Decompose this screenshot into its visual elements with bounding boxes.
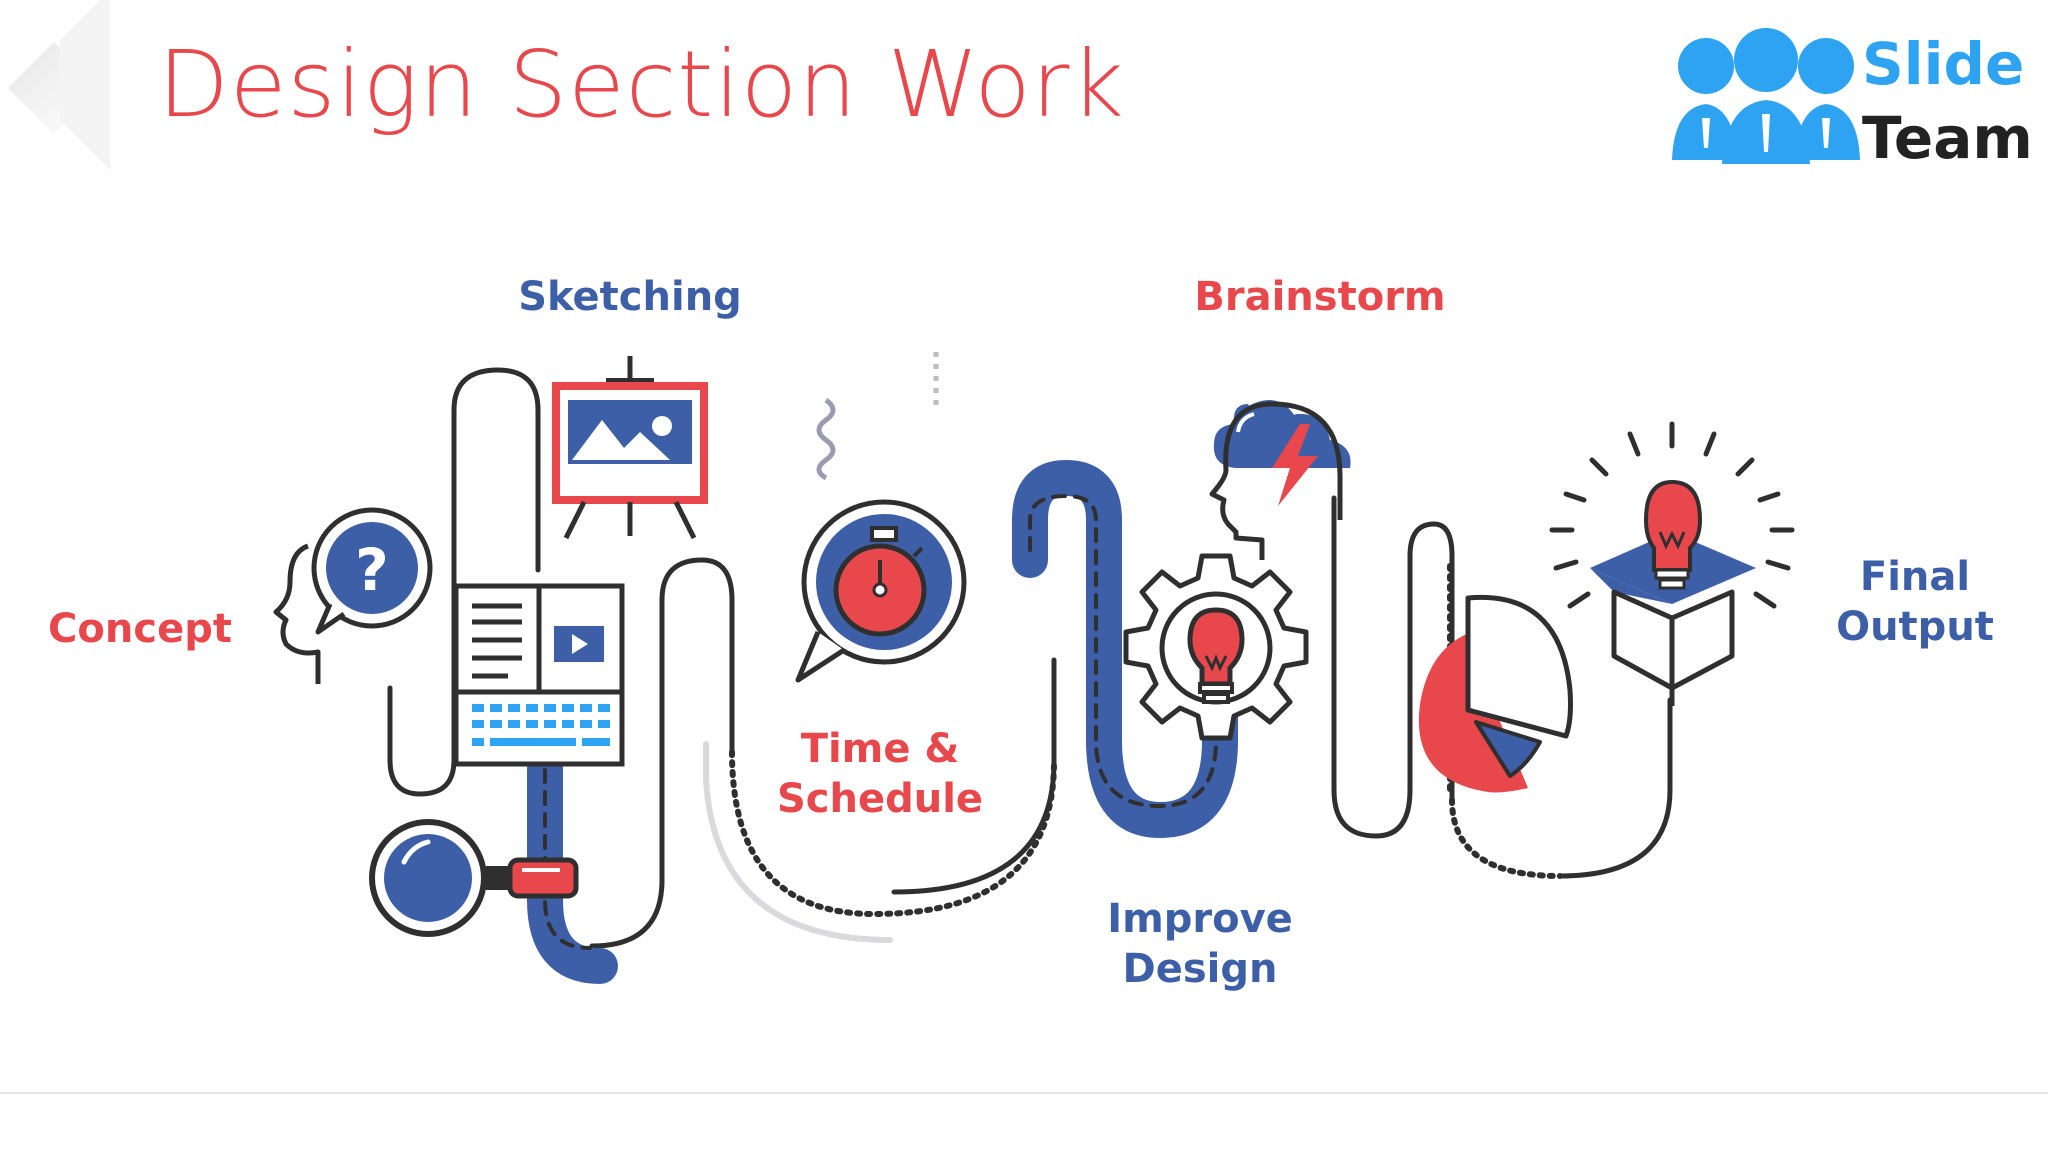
logo-text-slide: Slide — [1862, 30, 2025, 98]
easel-icon — [552, 356, 708, 540]
label-line: Schedule — [776, 776, 984, 822]
pie-chart-icon — [1418, 594, 1573, 793]
head-question-icon: ? — [273, 507, 433, 684]
squiggle-decoration — [816, 397, 836, 481]
slide-title: Design Section Work — [158, 31, 1125, 138]
footer-divider — [0, 1092, 2048, 1094]
box-bulb-icon — [1549, 421, 1795, 706]
path-segment-dark — [1557, 697, 1673, 879]
svg-text:?: ? — [355, 536, 389, 604]
label-line: Improve — [1107, 896, 1293, 942]
logo-text-team: Team — [1862, 104, 2033, 172]
people-group-icon — [1672, 28, 1860, 164]
label-line: Output — [1836, 604, 1994, 650]
path-segment-dark — [387, 367, 541, 797]
path-segment-dark — [589, 557, 735, 949]
magnifier-icon — [369, 819, 579, 937]
label-line: Brainstorm — [1194, 274, 1446, 320]
label-line: Sketching — [518, 274, 742, 320]
step-label-sketching: Sketching — [500, 272, 760, 322]
label-line: Time & — [800, 726, 960, 772]
road-segment-blue — [1012, 459, 1238, 839]
label-line: Concept — [48, 606, 232, 652]
book-keyboard-icon — [453, 583, 625, 767]
gear-bulb-icon — [1123, 553, 1309, 741]
path-segment-dotted — [729, 749, 1057, 918]
step-label-improve-design: Improve Design — [1080, 894, 1320, 994]
label-line: Final — [1859, 554, 1971, 600]
corner-decoration — [8, 0, 110, 170]
path-segment-dark — [1331, 495, 1455, 839]
process-path — [387, 367, 1673, 984]
label-line: Design — [1122, 946, 1278, 992]
path-segment-dotted — [1449, 797, 1563, 879]
step-label-brainstorm: Brainstorm — [1180, 272, 1460, 322]
path-segment-grey — [703, 741, 893, 943]
head-cloud-icon — [1209, 395, 1351, 560]
step-label-concept: Concept — [40, 604, 240, 654]
stopwatch-icon — [795, 499, 967, 683]
step-label-final-output: Final Output — [1800, 552, 2030, 652]
step-label-time-schedule: Time & Schedule — [760, 724, 1000, 824]
